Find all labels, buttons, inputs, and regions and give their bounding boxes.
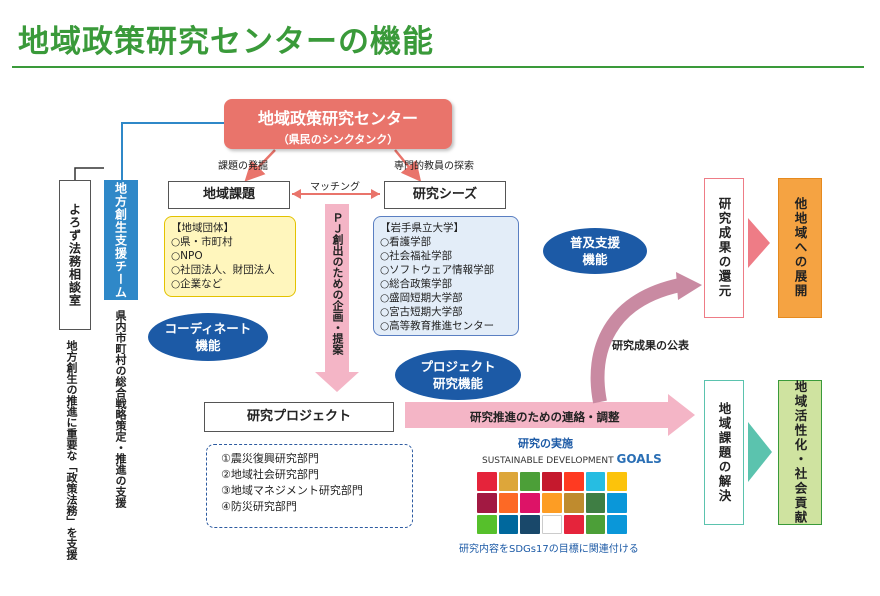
university-header: 【岩手県立大学】	[380, 222, 464, 234]
list-item: ①震災復興研究部門	[221, 452, 319, 465]
oval-line: 研究機能	[432, 376, 483, 391]
issue-discovery-label: 課題の発掘	[218, 161, 268, 172]
list-item: ○ソフトウェア情報学部	[380, 264, 495, 276]
research-return-box: 研究成果の還元	[704, 178, 744, 318]
deploy-label: 他地域への展開	[792, 197, 808, 299]
matching-label: マッチング	[310, 182, 360, 193]
revitalization-box: 地域活性化・社会貢献	[778, 380, 822, 525]
sdgs-icons-grid	[477, 472, 627, 534]
liaison-label: 研究推進のための連絡・調整	[470, 410, 620, 424]
implementation-label: 研究の実施	[518, 437, 573, 450]
research-project-box: 研究プロジェクト	[204, 402, 394, 432]
sdg-goal-icon	[542, 472, 562, 492]
sdg-goal-icon	[563, 493, 584, 513]
list-item: ③地域マネジメント研究部門	[221, 484, 363, 497]
sdg-goal-icon	[477, 472, 497, 492]
sdg-goal-icon	[520, 472, 541, 492]
sdg-goal-icon	[607, 514, 627, 534]
research-seeds-box: 研究シーズ	[384, 181, 506, 209]
sdg-goal-icon	[520, 514, 541, 534]
list-item: ○県・市町村	[171, 236, 233, 248]
research-return-label: 研究成果の還元	[716, 197, 732, 299]
team-label: 地方創生支援チーム	[113, 181, 128, 299]
legal-room-label: よろず法務相談室	[67, 203, 82, 307]
sdg-goal-icon	[563, 514, 584, 534]
team-description: 県内市町村の総合戦略策定・推進の支援	[114, 310, 127, 508]
sdg-goal-icon	[520, 493, 541, 513]
list-item: ○社団法人、財団法人	[171, 264, 275, 276]
sdg-goal-icon	[585, 493, 606, 513]
sdg-goal-icon	[477, 514, 497, 534]
sdg-goal-icon	[607, 493, 627, 513]
sdg-goal-icon	[498, 514, 519, 534]
oval-line: コーディネート	[164, 321, 252, 336]
project-research-oval: プロジェクト 研究機能	[395, 350, 521, 400]
sdg-goal-icon	[542, 514, 562, 534]
page-title: 地域政策研究センターの機能	[18, 24, 434, 60]
regional-creation-team: 地方創生支援チーム	[104, 180, 138, 300]
sdg-goal-icon	[498, 472, 519, 492]
sdg-goal-icon	[563, 472, 584, 492]
sdgs-logo-small: SUSTAINABLE DEVELOPMENT	[482, 456, 614, 466]
revitalize-label: 地域活性化・社会貢献	[792, 380, 808, 525]
issue-solve-label: 地域課題の解決	[716, 401, 732, 504]
list-item: ○社会福祉学部	[380, 250, 453, 262]
center-sub: （県民のシンクタンク）	[277, 133, 399, 146]
legal-description: 地方創生の推進に重要な「政策法務」を支援	[65, 340, 78, 560]
list-item: ○宮古短期大学部	[380, 306, 463, 318]
list-item: ○総合政策学部	[380, 278, 453, 290]
legal-consultation-room: よろず法務相談室	[59, 180, 91, 330]
project-divisions-list: ①震災復興研究部門 ②地域社会研究部門 ③地域マネジメント研究部門 ④防災研究部…	[206, 444, 413, 528]
list-item: ②地域社会研究部門	[221, 468, 319, 481]
local-issues-box: 地域課題	[168, 181, 290, 209]
oval-line: 機能	[195, 338, 221, 353]
sdg-goal-icon	[585, 514, 606, 534]
list-item: ④防災研究部門	[221, 500, 297, 513]
list-item: ○看護学部	[380, 236, 432, 248]
oval-line: 普及支援	[569, 235, 620, 250]
list-item: ○NPO	[171, 250, 203, 262]
sdgs-caption: 研究内容をSDGs17の目標に関連付ける	[459, 544, 639, 555]
sdg-goal-icon	[477, 493, 497, 513]
local-organizations-box: 【地域団体】 ○県・市町村 ○NPO ○社団法人、財団法人 ○企業など	[164, 216, 296, 297]
sdg-goal-icon	[542, 493, 562, 513]
title-divider	[12, 66, 864, 68]
other-region-deploy-box: 他地域への展開	[778, 178, 822, 318]
list-item: ○盛岡短期大学部	[380, 292, 463, 304]
list-item: ○企業など	[171, 278, 223, 290]
sdg-goal-icon	[607, 472, 627, 492]
university-box: 【岩手県立大学】 ○看護学部 ○社会福祉学部 ○ソフトウェア情報学部 ○総合政策…	[373, 216, 519, 336]
sdg-goal-icon	[585, 472, 606, 492]
sdgs-logo: SUSTAINABLE DEVELOPMENT GOALS	[482, 452, 662, 466]
local-orgs-header: 【地域団体】	[171, 222, 234, 234]
results-publication-label: 研究成果の公表	[612, 339, 689, 352]
list-item: ○高等教育推進センター	[380, 320, 495, 332]
oval-line: 機能	[582, 252, 608, 267]
dissemination-support-oval: 普及支援 機能	[543, 228, 647, 274]
issue-solve-box: 地域課題の解決	[704, 380, 744, 525]
sdgs-logo-big: GOALS	[616, 452, 662, 466]
expert-search-label: 専門的教員の探索	[394, 161, 474, 172]
pj-creation-label: ＰＪ創出のための企画・提案	[331, 212, 344, 355]
center-name: 地域政策研究センター	[257, 109, 418, 128]
oval-line: プロジェクト	[420, 359, 496, 374]
sdg-goal-icon	[498, 493, 519, 513]
center-box: 地域政策研究センター （県民のシンクタンク）	[224, 99, 452, 149]
coordinate-function-oval: コーディネート 機能	[148, 313, 268, 361]
